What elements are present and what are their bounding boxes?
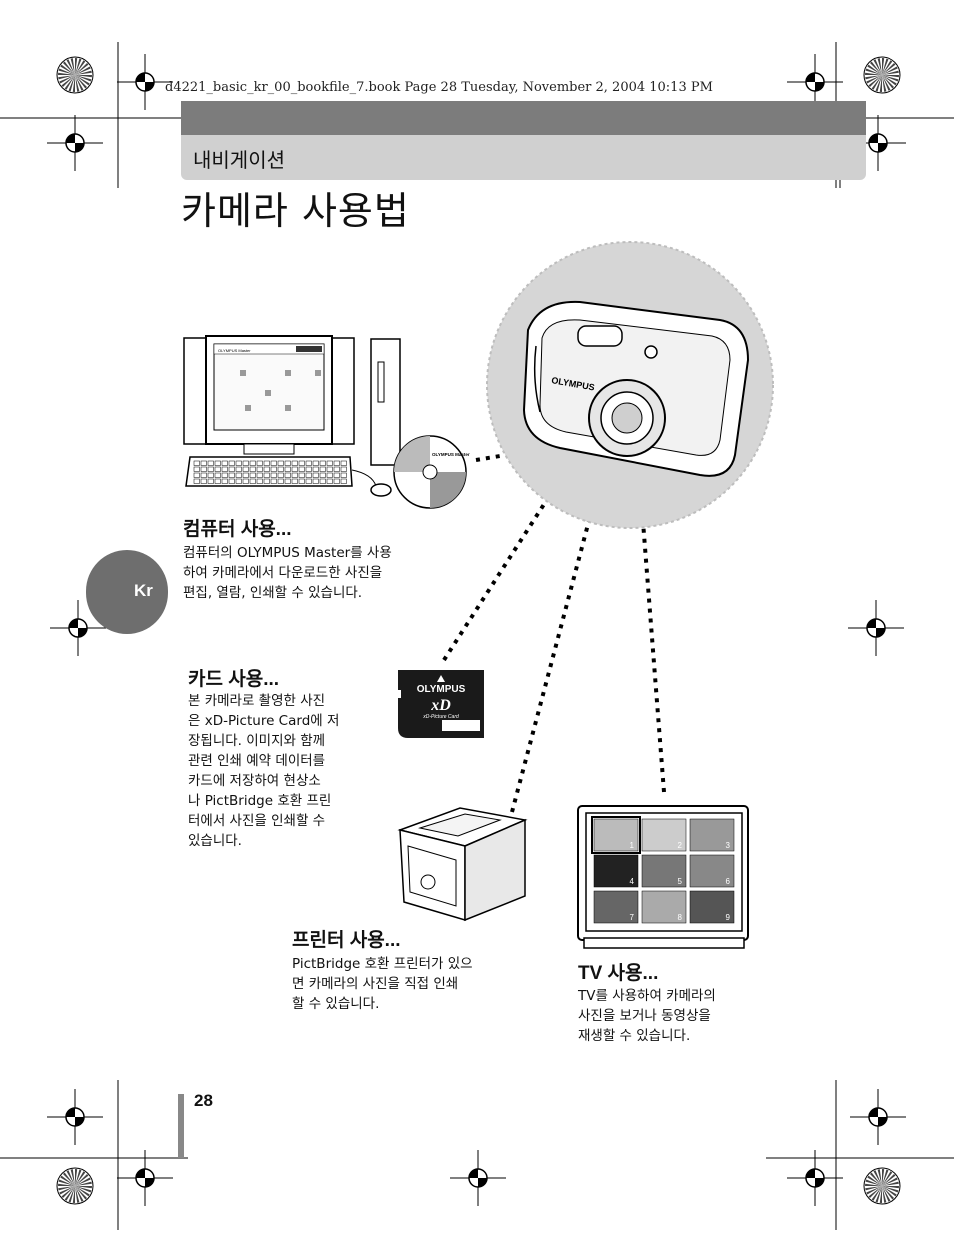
tv-line-3: 재생할 수 있습니다.: [578, 1028, 691, 1044]
tv-thumbnail: [689, 854, 735, 888]
tv-thumbnail: [593, 890, 639, 924]
registration-mark-icon: [47, 115, 103, 171]
tv-thumbnail: [689, 890, 735, 924]
app-icon: [285, 405, 291, 411]
card-line-2: 은 xD-Picture Card에 저: [188, 713, 340, 729]
tv-line-1: TV를 사용하여 카메라의: [578, 988, 716, 1004]
card-line-5: 카드에 저장하여 현상소: [188, 773, 321, 789]
page-number-bar: [178, 1094, 184, 1158]
speaker-right: [329, 337, 355, 445]
computer-heading: 컴퓨터 사용...: [183, 519, 292, 540]
printer-line-1: PictBridge 호환 프린터가 있으: [292, 956, 473, 972]
monitor-stand: [243, 443, 295, 455]
computer-line-2: 하여 카메라에서 다운로드한 사진을: [183, 565, 383, 581]
speaker-left: [183, 337, 209, 445]
registration-mark-icon: [117, 1150, 173, 1206]
card-line-1: 본 카메라로 촬영한 사진: [188, 693, 326, 709]
app-icon: [240, 370, 246, 376]
tv-line-2: 사진을 보거나 동영상을: [578, 1008, 711, 1024]
card-line-8: 있습니다.: [188, 833, 242, 849]
camera-sensor: [644, 345, 658, 359]
registration-mark-icon: [787, 1150, 843, 1206]
color-wheel-mark-icon: [56, 1167, 94, 1205]
card-heading: 카드 사용...: [188, 669, 280, 690]
tv-thumbnail-number: 7: [630, 913, 635, 922]
tv-thumbnail-number: 1: [630, 841, 635, 850]
tv-thumbnail-number: 9: [726, 913, 731, 922]
printer-heading: 프린터 사용...: [292, 930, 401, 951]
tv-thumbnail: [593, 818, 639, 852]
computer-line-3: 편집, 열람, 인쇄할 수 있습니다.: [183, 585, 363, 601]
tv-stand: [583, 937, 745, 949]
app-icon: [245, 405, 251, 411]
header-band: [181, 101, 866, 135]
registration-mark-icon: [787, 54, 843, 110]
app-icon: [315, 370, 321, 376]
card-arrow-icon: [437, 675, 445, 682]
color-wheel-mark-icon: [56, 56, 94, 94]
computer-line-1: 컴퓨터의 OLYMPUS Master를 사용: [183, 545, 392, 561]
language-tab-label: Kr: [134, 581, 153, 600]
language-tab: [86, 550, 168, 634]
printer-line-3: 할 수 있습니다.: [292, 996, 380, 1012]
card-line-6: 나 PictBridge 호환 프린: [188, 793, 332, 809]
card-line-7: 터에서 사진을 인쇄할 수: [188, 813, 326, 829]
card-xd-logo-icon: xD: [430, 697, 451, 714]
camera-flash: [577, 325, 623, 347]
tv-selected-frame: [591, 816, 641, 854]
registration-mark-icon: [848, 600, 904, 656]
pc-tower: [370, 338, 401, 466]
page-title: 카메라 사용법: [181, 189, 410, 233]
section-label: 내비게이션: [193, 148, 285, 172]
printer-button-icon: [420, 874, 436, 890]
registration-mark-icon: [117, 54, 173, 110]
app-icon: [285, 370, 291, 376]
monitor-screen: [213, 343, 325, 431]
page-number: 28: [194, 1091, 213, 1110]
color-wheel-mark-icon: [863, 56, 901, 94]
registration-mark-icon: [47, 1089, 103, 1145]
camera-illustration: OLYMPUS: [522, 300, 750, 477]
card-name: xD-Picture Card: [422, 714, 459, 720]
mouse-icon: [370, 483, 392, 497]
card-description: 본 카메라로 촬영한 사진 은 xD-Picture Card에 저 장됩니다.…: [188, 691, 339, 851]
cd-label: OLYMPUS Master: [432, 452, 470, 457]
tv-thumbnail: [641, 890, 687, 924]
card-brand: OLYMPUS: [417, 684, 466, 695]
tv-thumbnail-number: 8: [678, 913, 683, 922]
color-wheel-mark-icon: [863, 1167, 901, 1205]
section-band: [181, 135, 866, 180]
tv-thumbnail: [641, 818, 687, 852]
tv-thumbnail-number: 2: [678, 841, 683, 850]
tv-description: TV를 사용하여 카메라의 사진을 보거나 동영상을 재생할 수 있습니다.: [578, 986, 716, 1046]
registration-mark-icon: [450, 1150, 506, 1206]
printer-illustration: [397, 807, 528, 922]
tv-thumbnail-number: 3: [726, 841, 731, 850]
monitor-title: OLYMPUS Master: [218, 348, 251, 353]
registration-mark-icon: [850, 1089, 906, 1145]
tv-thumbnail: [641, 854, 687, 888]
printer-line-2: 면 카메라의 사진을 직접 인쇄: [292, 976, 459, 992]
tv-thumbnail-number: 4: [630, 877, 635, 886]
printer-paper-slot: [418, 813, 502, 837]
tv-thumbnail-number: 6: [726, 877, 731, 886]
card-line-3: 장됩니다. 이미지와 함께: [188, 733, 326, 749]
tv-thumbnail: [689, 818, 735, 852]
app-icon: [265, 390, 271, 396]
mouse-cable: [351, 469, 377, 487]
crop-lines: [0, 42, 954, 1230]
tv-thumbnail-number: 5: [678, 877, 683, 886]
card-line-4: 관련 인쇄 예약 데이터를: [188, 753, 326, 769]
printer-description: PictBridge 호환 프린터가 있으 면 카메라의 사진을 직접 인쇄 할…: [292, 954, 473, 1014]
computer-description: 컴퓨터의 OLYMPUS Master를 사용 하여 카메라에서 다운로드한 사…: [183, 543, 392, 603]
tv-heading: TV 사용...: [578, 963, 659, 984]
registration-mark-icon: [50, 600, 106, 656]
tv-thumbnail: [593, 854, 639, 888]
tv-illustration: 1 2 3 4 5 6 7 8 9: [577, 805, 749, 949]
file-header: d4221_basic_kr_00_bookfile_7.book Page 2…: [165, 80, 713, 95]
